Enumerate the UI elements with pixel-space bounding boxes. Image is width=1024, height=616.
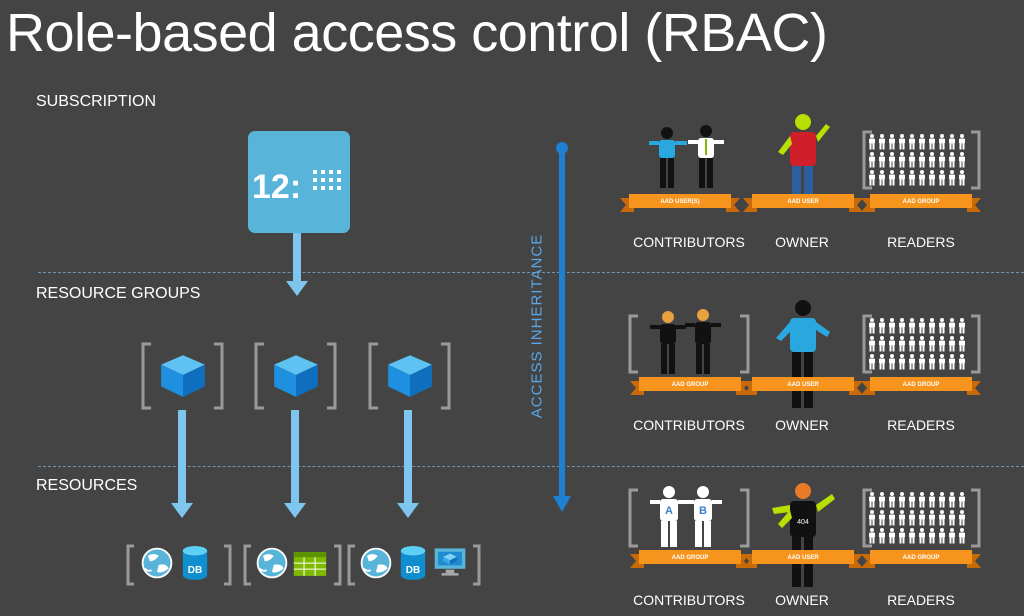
ribbon-label: AAD GROUP xyxy=(672,382,709,388)
db-label: DB xyxy=(188,565,202,576)
ribbon-label: AAD USER(S) xyxy=(660,199,699,205)
subscription-tile-text: 12: xyxy=(252,168,301,206)
access-inheritance-arrow xyxy=(553,142,571,512)
subscription-key-icon: 12: xyxy=(248,131,350,233)
web-app-globe-icon xyxy=(141,547,173,579)
web-app-globe-icon xyxy=(360,547,392,579)
page-title: Role-based access control (RBAC) xyxy=(6,3,828,63)
readers-group-figure xyxy=(862,314,981,374)
separator-line xyxy=(38,466,1024,467)
readers-group-figure xyxy=(862,488,981,548)
owner-figure xyxy=(778,114,830,202)
role-label-readers: READERS xyxy=(887,234,955,250)
contributors-figure xyxy=(649,125,724,188)
ribbon-label: AAD GROUP xyxy=(672,555,709,561)
resource-group-cube-icon xyxy=(388,355,432,397)
resource-brackets xyxy=(126,544,481,586)
contributors-group-figure xyxy=(628,309,750,374)
resource-group-1 xyxy=(141,342,224,410)
virtual-machine-icon xyxy=(434,548,466,576)
resource-group-2 xyxy=(254,342,337,410)
contributor-badge-b: B xyxy=(699,505,707,517)
web-app-globe-icon xyxy=(256,547,288,579)
arrow-subscription-to-groups xyxy=(286,233,308,296)
resource-group-3 xyxy=(368,342,451,410)
resource-group-cube-icon xyxy=(274,355,318,397)
contributor-badge-a: A xyxy=(665,505,673,517)
arrow-group-to-resources xyxy=(171,410,419,518)
role-label-owner: OWNER xyxy=(775,417,829,433)
role-label-contributors: CONTRIBUTORS xyxy=(633,592,745,608)
table-storage-icon xyxy=(293,551,327,577)
resource-group-cube-icon xyxy=(161,355,205,397)
access-inheritance-label: ACCESS INHERITANCE xyxy=(528,233,546,419)
ribbon-label: AAD USER xyxy=(787,382,819,388)
role-label-readers: READERS xyxy=(887,592,955,608)
section-label-resources: RESOURCES xyxy=(36,477,138,494)
readers-group-figure xyxy=(862,130,981,190)
hierarchy-diagram: 12: xyxy=(126,131,481,586)
role-label-contributors: CONTRIBUTORS xyxy=(633,417,745,433)
section-label-subscription: SUBSCRIPTION xyxy=(36,93,157,110)
owner-figure xyxy=(776,300,830,408)
ribbon-label: AAD USER xyxy=(787,555,819,561)
contributors-group-figure xyxy=(628,486,750,548)
ribbon-label: AAD USER xyxy=(787,199,819,205)
role-label-contributors: CONTRIBUTORS xyxy=(633,234,745,250)
role-label-owner: OWNER xyxy=(775,234,829,250)
owner-figure xyxy=(772,483,835,587)
ribbon-label: AAD GROUP xyxy=(903,199,940,205)
ribbon-label: AAD GROUP xyxy=(903,382,940,388)
role-label-owner: OWNER xyxy=(775,592,829,608)
db-label: DB xyxy=(406,565,420,576)
role-label-readers: READERS xyxy=(887,417,955,433)
owner-shirt-text: 404 xyxy=(797,519,809,526)
role-assignments: AAD USER(S) AAD USER AAD GROUP xyxy=(620,114,981,587)
section-label-resource-groups: RESOURCE GROUPS xyxy=(36,285,201,302)
ribbon-label: AAD GROUP xyxy=(903,555,940,561)
separator-line xyxy=(38,272,1024,273)
